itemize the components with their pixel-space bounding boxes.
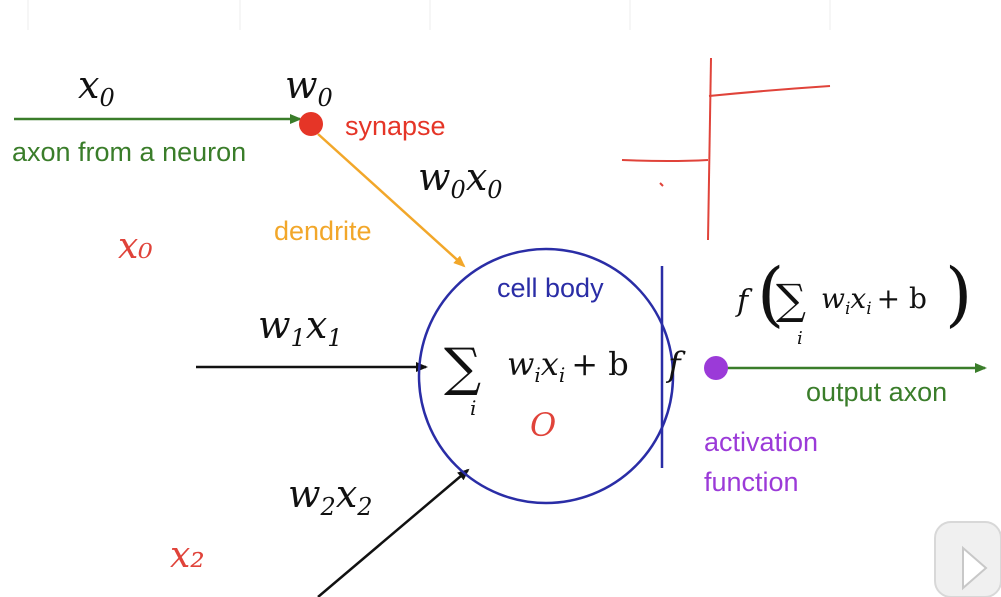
dendrite-arrow xyxy=(317,133,466,268)
svg-text:i: i xyxy=(797,328,803,349)
cell-body-label: cell body xyxy=(497,273,604,303)
sum-expression: wixi+ b xyxy=(507,345,629,387)
w0-label: w0 xyxy=(285,63,333,112)
svg-text:): ) xyxy=(945,253,972,335)
output-formula: f ( ∑ i wixi+ b ) xyxy=(735,253,972,349)
cell-body-circle xyxy=(417,247,675,505)
activation-dot xyxy=(704,356,728,380)
input2-arrow xyxy=(317,468,470,597)
activation-function-label: activation function xyxy=(704,427,826,497)
handwritten-x2: x₂ xyxy=(170,535,205,576)
w1x1-label: w1x1 xyxy=(258,303,343,352)
svg-text:∑: ∑ xyxy=(776,275,806,324)
synapse-label: synapse xyxy=(345,111,446,141)
dendrite-label: dendrite xyxy=(274,216,372,246)
svg-text:wixi+ b: wixi+ b xyxy=(821,282,927,319)
axon-from-label: axon from a neuron xyxy=(12,137,246,167)
background-grid xyxy=(27,0,831,30)
handwritten-sketch xyxy=(621,57,831,241)
play-icon[interactable] xyxy=(934,521,1001,597)
f-in-cell: f xyxy=(665,345,686,385)
sum-index: i xyxy=(470,396,476,420)
synapse-dot xyxy=(299,112,323,136)
svg-text:(: ( xyxy=(757,253,784,335)
sum-symbol: ∑ xyxy=(444,338,481,398)
output-axon-label: output axon xyxy=(806,377,947,407)
handwritten-x0: x₀ xyxy=(118,226,153,267)
handwritten-zero: O xyxy=(530,406,556,444)
svg-text:f: f xyxy=(735,284,753,319)
w2x2-label: w2x2 xyxy=(288,472,373,521)
x0-label: x0 xyxy=(78,63,115,112)
w0x0-label: w0x0 xyxy=(418,155,503,204)
